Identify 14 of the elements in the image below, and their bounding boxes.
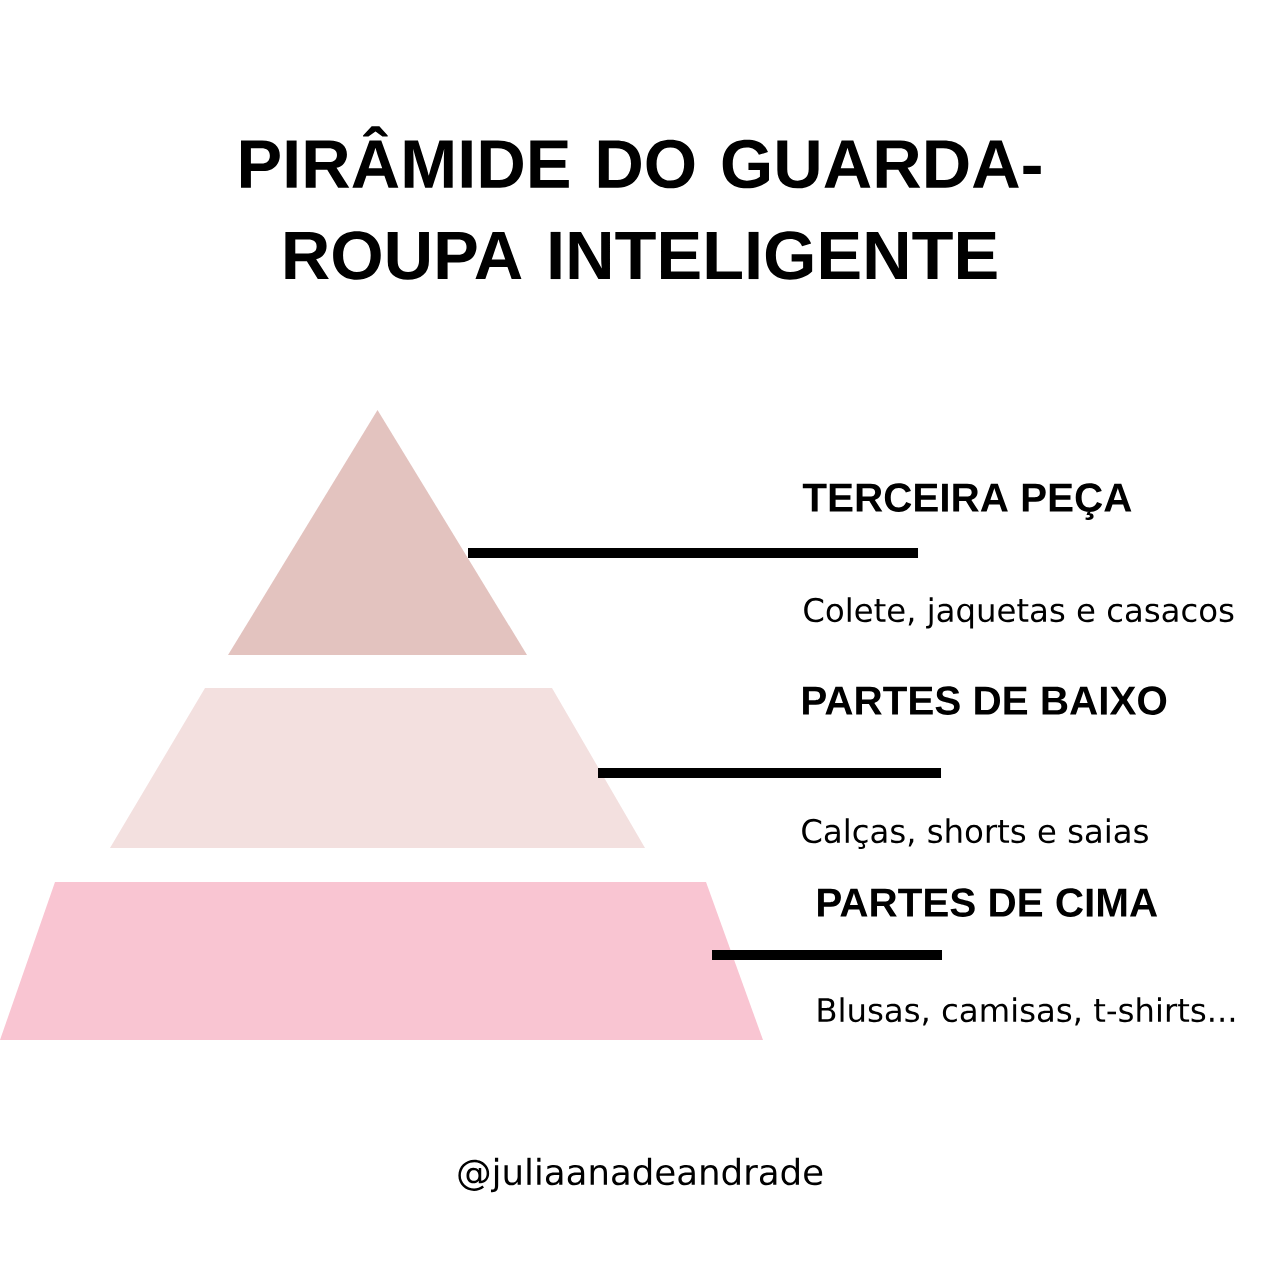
- leader-line: [712, 950, 942, 960]
- leader-line: [468, 548, 918, 558]
- title: PIRÂMIDE DO GUARDA-ROUPA INTELIGENTE: [241, 126, 1041, 280]
- pyramid-top: [228, 410, 527, 655]
- pyramid-tier: [0, 882, 763, 1040]
- author-handle: @juliaanadeandrade: [458, 1157, 823, 1193]
- tier-heading: PARTES DE CIMA: [818, 888, 1158, 917]
- leader-line: [598, 768, 941, 778]
- pyramid-tier: [110, 688, 645, 848]
- tier-heading: PARTES DE BAIXO: [803, 686, 1167, 715]
- tier-description: Colete, jaquetas e casacos: [804, 597, 1234, 629]
- tier-description: Blusas, camisas, t-shirts...: [818, 997, 1235, 1026]
- tier-description: Calças, shorts e saias: [802, 818, 1148, 850]
- tier-heading: TERCEIRA PEÇA: [802, 483, 1132, 520]
